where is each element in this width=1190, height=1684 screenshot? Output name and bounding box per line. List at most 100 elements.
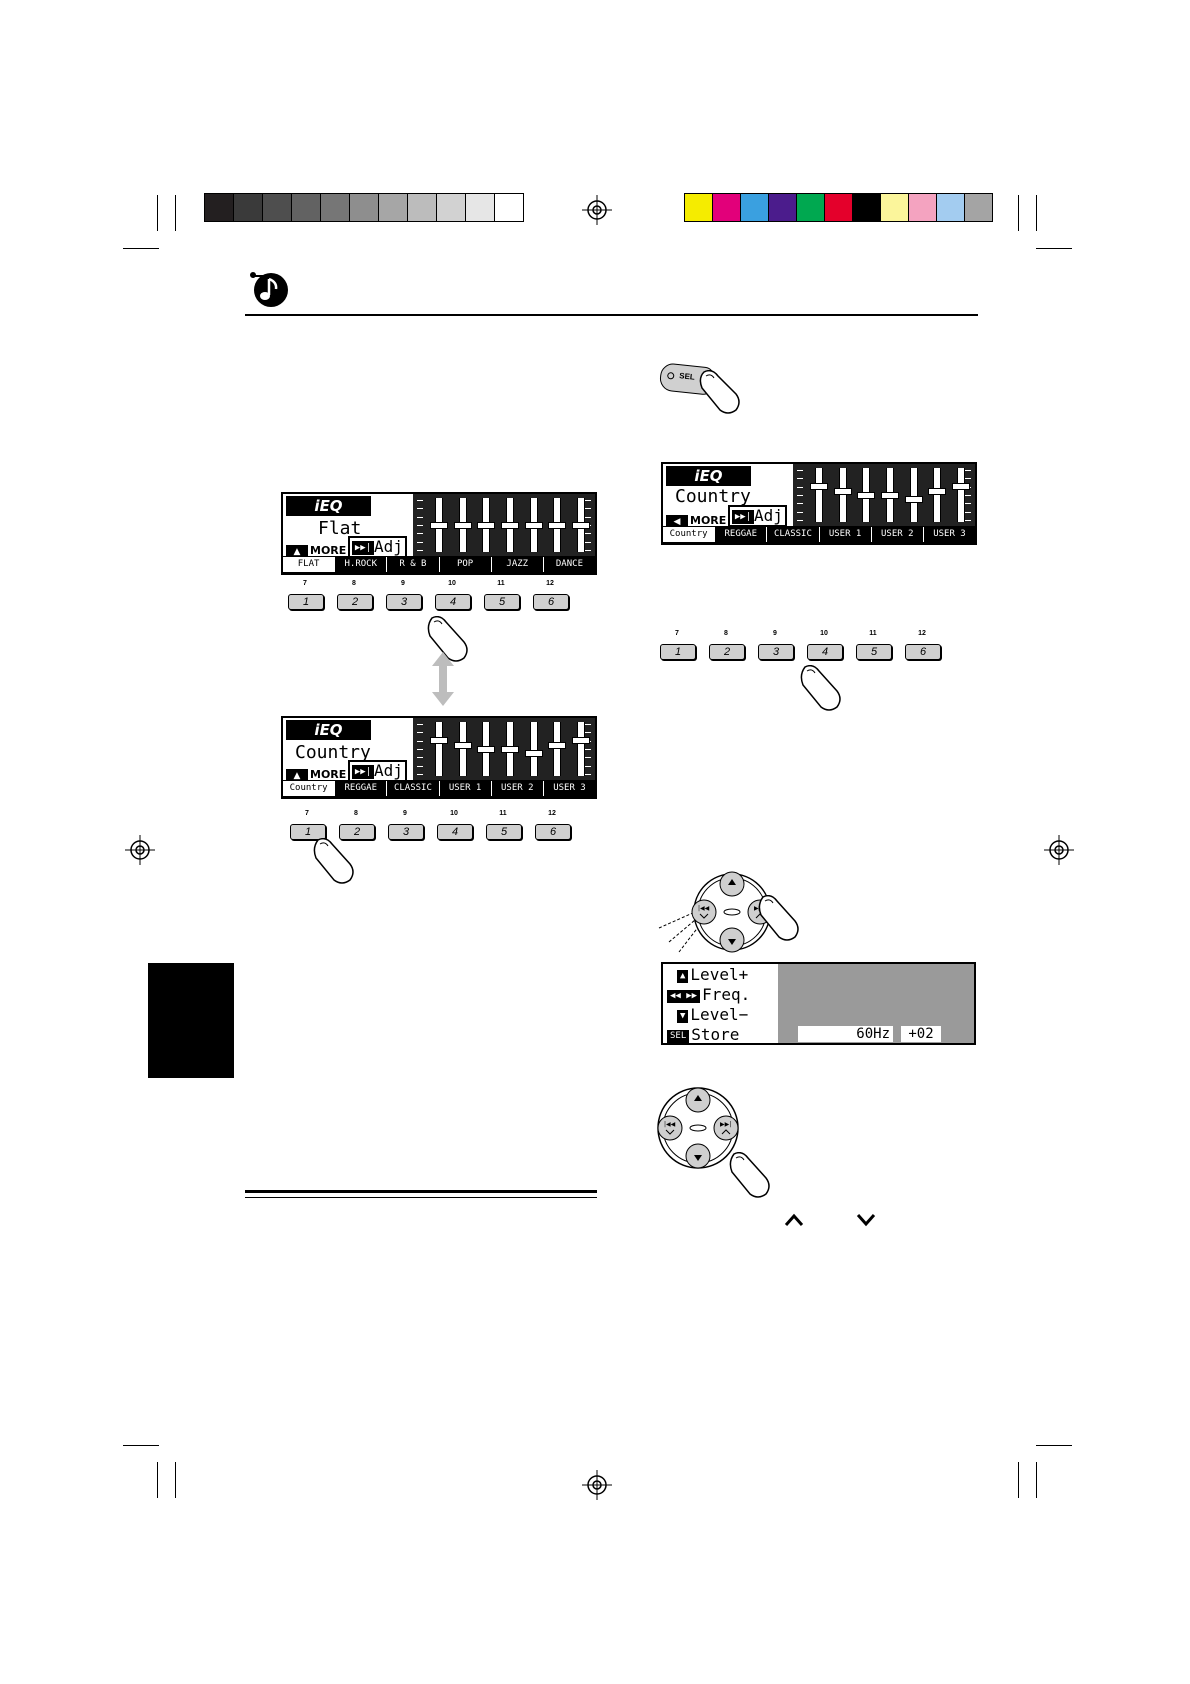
registration-mark-icon [582, 1470, 612, 1500]
eq-band-knob [501, 522, 519, 529]
eq-scale-tick [585, 774, 591, 775]
eq-band-knob [548, 522, 567, 529]
eq-bank-item[interactable]: DANCE [542, 557, 595, 572]
color-swatch [852, 193, 880, 222]
crop-mark [123, 1445, 159, 1446]
eq-bank-item[interactable]: Country [283, 781, 335, 796]
eq-band-slider [458, 722, 467, 776]
color-swatch [684, 193, 712, 222]
eq-scale-tick [965, 511, 971, 513]
eq-scale-tick [585, 749, 591, 750]
down-button-icon: ▼ [677, 1010, 689, 1023]
eq-scale-tick [797, 503, 803, 505]
eq-band-knob [429, 737, 448, 745]
preset-button-1[interactable]: 1 [660, 644, 696, 660]
preset-secondary-number: 9 [403, 810, 407, 817]
color-swatch [204, 193, 233, 222]
eq-bank-item[interactable]: H.ROCK [334, 557, 386, 572]
sel-indicator-icon [666, 371, 675, 380]
eq-band-knob [572, 737, 591, 745]
eq-band-knob [429, 522, 448, 529]
preset-button-5[interactable]: 5 [486, 824, 522, 840]
preset-button-6[interactable]: 6 [905, 644, 941, 660]
preset-secondary-number: 11 [497, 580, 505, 587]
eq-band-knob [524, 522, 543, 529]
eq-bars [413, 718, 595, 780]
eq-bank-item[interactable]: USER 2 [490, 781, 543, 796]
up-button-icon: ▲ [677, 970, 689, 983]
four-way-control-pad-icon[interactable]: |◀◀ ▶▶| [656, 1086, 740, 1170]
preset-secondary-number: 12 [546, 580, 554, 587]
crop-mark [1036, 248, 1072, 249]
eq-scale-tick [585, 724, 591, 725]
eq-band-knob [833, 487, 852, 495]
preset-button-1[interactable]: 1 [290, 824, 326, 840]
preset-button-3[interactable]: 3 [388, 824, 424, 840]
preset-button-2[interactable]: 2 [339, 824, 375, 840]
preset-button-2[interactable]: 2 [337, 594, 373, 610]
skip-buttons-icon: ◀◀ ▶▶ [667, 990, 701, 1003]
eq-bank-item[interactable]: POP [438, 557, 491, 572]
crop-mark [157, 1462, 158, 1498]
preset-button-5[interactable]: 5 [484, 594, 520, 610]
crop-mark [1036, 195, 1037, 231]
color-swatch [436, 193, 465, 222]
crop-mark [175, 1462, 176, 1498]
eq-bank-item[interactable]: USER 2 [870, 527, 923, 542]
eq-scale-tick [585, 516, 591, 518]
adj-button[interactable]: ▶▶|Adj [728, 505, 787, 527]
eq-scale-tick [417, 749, 423, 750]
preset-button-4[interactable]: 4 [435, 594, 471, 610]
eq-bank-item[interactable]: USER 1 [818, 527, 871, 542]
eq-scale-tick [417, 757, 423, 759]
preset-button-4[interactable]: 4 [437, 824, 473, 840]
eq-band-knob [928, 487, 947, 495]
eq-band-slider [814, 468, 823, 522]
preset-button-6[interactable]: 6 [535, 824, 571, 840]
preset-button-2[interactable]: 2 [709, 644, 745, 660]
eq-band-knob [477, 746, 496, 753]
eq-scale-tick [585, 541, 591, 543]
eq-bank-item[interactable]: USER 1 [438, 781, 491, 796]
preset-secondary-number: 12 [918, 630, 926, 637]
eq-bank-item[interactable]: CLASSIC [766, 527, 818, 542]
eq-bank-item[interactable]: USER 3 [542, 781, 595, 796]
eq-scale-tick [797, 478, 803, 480]
eq-bank-item[interactable]: CLASSIC [386, 781, 438, 796]
eq-band-knob [904, 496, 923, 504]
sel-button-icon: SEL [667, 1030, 690, 1043]
preset-button-1[interactable]: 1 [288, 594, 324, 610]
eq-band-knob [952, 483, 971, 491]
eq-band-slider [553, 722, 562, 776]
eq-bank-item[interactable]: REGGAE [334, 781, 386, 796]
eq-bank-item[interactable]: REGGAE [714, 527, 766, 542]
adj-button[interactable]: ▶▶|Adj [348, 536, 407, 558]
adj-button[interactable]: ▶▶|Adj [348, 760, 407, 782]
eq-scale-tick [585, 550, 591, 551]
preset-button-5[interactable]: 5 [856, 644, 892, 660]
eq-bank-item[interactable]: JAZZ [490, 557, 543, 572]
eq-scale-tick [797, 520, 803, 521]
preset-button-3[interactable]: 3 [758, 644, 794, 660]
eq-bank-item[interactable]: Country [663, 527, 715, 542]
svg-text:▶▶|: ▶▶| [720, 1121, 731, 1128]
eq-scale-tick [585, 508, 591, 510]
eq-band-knob [548, 741, 567, 749]
sel-button-label: SEL [678, 371, 696, 382]
eq-bank-item[interactable]: R & B [386, 557, 438, 572]
color-swatch [964, 193, 993, 222]
preset-button-6[interactable]: 6 [533, 594, 569, 610]
pointing-finger-icon [729, 1152, 770, 1198]
eq-bank-item[interactable]: FLAT [283, 557, 335, 572]
preset-button-4[interactable]: 4 [807, 644, 843, 660]
registration-mark-icon [125, 835, 155, 865]
eq-bank-item[interactable]: USER 3 [922, 527, 975, 542]
preset-button-3[interactable]: 3 [386, 594, 422, 610]
eq-scale-tick [797, 495, 803, 496]
